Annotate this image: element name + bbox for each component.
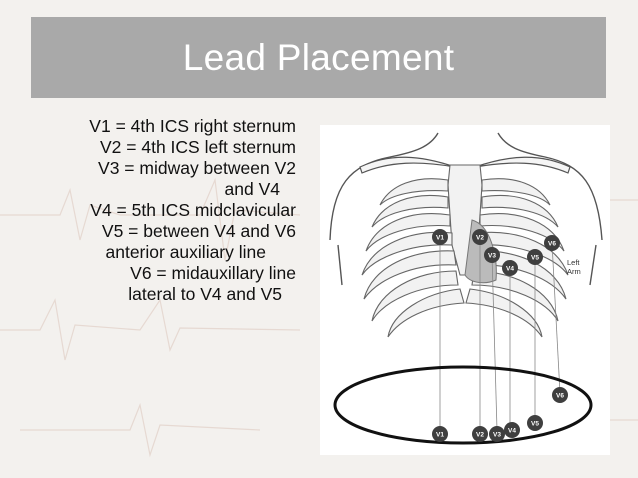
chest-electrode-v5: V5 (527, 249, 543, 265)
left-arm-label-line1: Left (567, 258, 580, 267)
lead-v6-text-continued: lateral to V4 and V5 (128, 284, 282, 304)
chest-electrode-v2: V2 (472, 229, 488, 245)
ring-electrode-v2: V2 (472, 426, 488, 442)
lead-v6-text: V6 = midauxillary line (130, 263, 296, 283)
ring-electrode-v5-label: V5 (531, 421, 539, 428)
lead-v5-text-continued: anterior auxiliary line (105, 242, 267, 262)
ring-electrode-v3: V3 (489, 426, 505, 442)
rib-cage (361, 164, 569, 338)
chest-electrode-v2-label: V2 (476, 235, 484, 242)
chest-lead-diagram: Left Arm V1 V2 V3 V4 V5 V6 V1 V2 V3 V4 V… (320, 125, 610, 455)
left-arm-label-line2: Arm (567, 267, 581, 276)
lead-v3-text: V3 = midway between V2 (98, 158, 296, 178)
chest-electrode-v5-label: V5 (531, 255, 539, 262)
chest-electrode-v4-label: V4 (506, 266, 514, 273)
ring-electrode-v6-label: V6 (556, 393, 564, 400)
title-bar: Lead Placement (31, 17, 606, 98)
torso-cross-section-ring (333, 365, 593, 445)
chest-electrode-v1: V1 (432, 229, 448, 245)
lead-description-list: V1 = 4th ICS right sternum V2 = 4th ICS … (34, 116, 296, 305)
ring-electrode-v1-label: V1 (436, 432, 444, 439)
chest-electrode-v6-label: V6 (548, 241, 556, 248)
lead-v2-text: V2 = 4th ICS left sternum (100, 137, 296, 157)
ring-electrodes: V1 V2 V3 V4 V5 V6 (432, 387, 568, 442)
lead-v1-text: V1 = 4th ICS right sternum (89, 116, 296, 136)
slide-title: Lead Placement (182, 36, 455, 78)
ring-electrode-v6: V6 (552, 387, 568, 403)
left-arm-label: Left Arm (567, 258, 581, 276)
chest-electrode-v3: V3 (484, 247, 500, 263)
lead-v4-text: V4 = 5th ICS midclavicular (90, 200, 296, 220)
lead-v5-text: V5 = between V4 and V6 (101, 221, 296, 241)
electrode-guide-lines (439, 237, 561, 431)
chest-electrode-v6: V6 (544, 235, 560, 251)
chest-electrodes: V1 V2 V3 V4 V5 V6 (432, 229, 560, 276)
chest-electrode-v4: V4 (502, 260, 518, 276)
chest-electrode-v3-label: V3 (488, 253, 496, 260)
ring-electrode-v4: V4 (504, 422, 520, 438)
ring-electrode-v4-label: V4 (508, 428, 516, 435)
ring-electrode-v2-label: V2 (476, 432, 484, 439)
chest-electrode-v1-label: V1 (436, 235, 444, 242)
torso-outline (329, 132, 603, 286)
lead-v3-text-continued: and V4 (224, 179, 280, 199)
ring-electrode-v5: V5 (527, 415, 543, 431)
ring-electrode-v3-label: V3 (493, 432, 501, 439)
ring-electrode-v1: V1 (432, 426, 448, 442)
